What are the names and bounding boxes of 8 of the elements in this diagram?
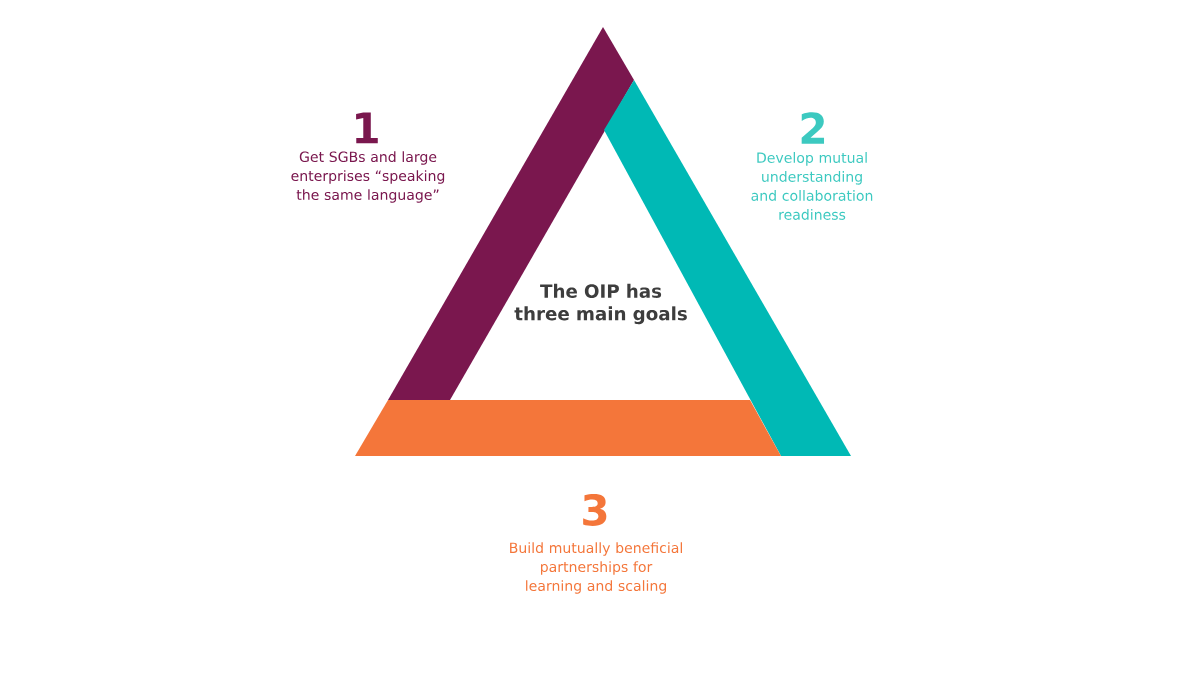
goal-number: 3: [583, 494, 607, 526]
band: [355, 400, 781, 456]
goal-text: Get SGBs and large enterprises “speaking the same language”: [291, 151, 445, 203]
goal-text: Develop mutual understanding and collaboration readiness: [751, 152, 873, 220]
goal-number: 1: [356, 112, 378, 144]
goal-text: Build mutually beneficial partnerships for learning and scaling: [510, 542, 682, 594]
center-heading: The OIP has three main goals: [514, 283, 687, 325]
goal-number: 2: [801, 112, 825, 144]
